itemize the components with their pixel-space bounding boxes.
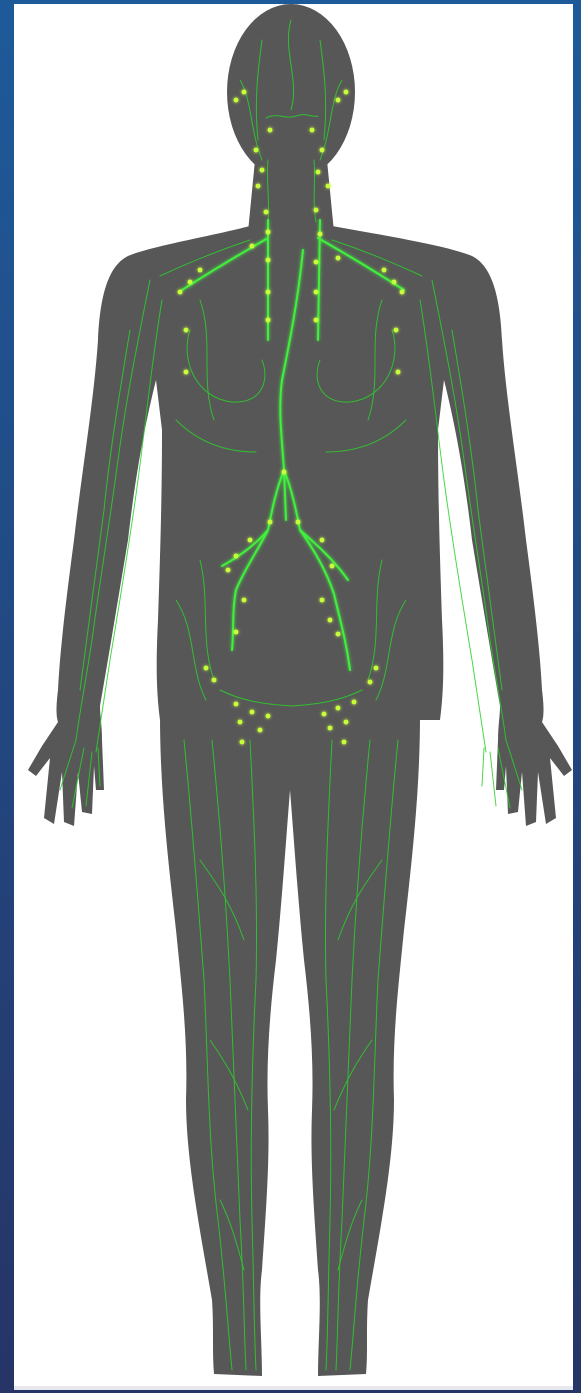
lymph-node-33 (394, 328, 399, 333)
lymph-node-55 (322, 712, 327, 717)
lymph-node-24 (400, 290, 405, 295)
lymph-node-19 (198, 268, 203, 273)
lymph-node-16 (318, 232, 323, 237)
lymph-node-10 (316, 170, 321, 175)
lymph-node-39 (234, 554, 239, 559)
lymph-node-59 (258, 728, 263, 733)
lymph-node-11 (256, 184, 261, 189)
lymph-node-23 (392, 280, 397, 285)
neck-shape (248, 150, 334, 239)
lymph-node-31 (184, 328, 189, 333)
lymph-node-41 (320, 538, 325, 543)
lymph-node-56 (336, 706, 341, 711)
lymph-node-61 (344, 720, 349, 725)
lymph-node-57 (352, 700, 357, 705)
lymph-node-34 (396, 370, 401, 375)
lymph-node-18 (336, 256, 341, 261)
lymph-node-17 (250, 244, 255, 249)
lymph-node-22 (382, 268, 387, 273)
lymph-node-14 (314, 208, 319, 213)
lymph-node-51 (368, 680, 373, 685)
lymph-node-25 (266, 258, 271, 263)
lymph-node-12 (326, 184, 331, 189)
lymph-node-46 (328, 618, 333, 623)
lymph-node-4 (344, 90, 349, 95)
lymph-node-43 (242, 598, 247, 603)
lymph-node-35 (282, 470, 287, 475)
lymph-node-1 (234, 98, 239, 103)
lymph-node-36 (268, 520, 273, 525)
lymph-node-49 (374, 666, 379, 671)
lymph-node-8 (320, 148, 325, 153)
lymph-node-20 (188, 280, 193, 285)
lymph-node-47 (336, 632, 341, 637)
lymph-node-30 (314, 318, 319, 323)
lymph-node-45 (320, 598, 325, 603)
legs-shape (160, 716, 420, 1376)
lymph-node-52 (234, 702, 239, 707)
human-body-silhouette (28, 4, 572, 1376)
lymph-node-60 (328, 726, 333, 731)
lymph-node-2 (242, 90, 247, 95)
fine-vessel-30 (482, 748, 484, 786)
lymph-node-9 (260, 168, 265, 173)
lymph-node-37 (296, 520, 301, 525)
lymph-node-44 (234, 630, 239, 635)
lymph-node-58 (238, 720, 243, 725)
lymph-node-27 (266, 318, 271, 323)
lymph-node-28 (314, 260, 319, 265)
lymph-node-29 (314, 290, 319, 295)
fine-vessel-29 (490, 752, 496, 806)
lymph-node-63 (342, 740, 347, 745)
lymph-node-42 (330, 564, 335, 569)
lymph-node-6 (310, 128, 315, 133)
lymph-node-48 (204, 666, 209, 671)
lymph-node-21 (178, 290, 183, 295)
lymph-node-13 (264, 210, 269, 215)
lymph-node-3 (336, 98, 341, 103)
lymph-node-7 (254, 148, 259, 153)
lymph-node-62 (240, 740, 245, 745)
lymph-node-32 (184, 370, 189, 375)
lymph-node-38 (248, 538, 253, 543)
lymph-node-15 (266, 230, 271, 235)
lymph-node-5 (268, 128, 273, 133)
lymph-node-53 (250, 710, 255, 715)
lymph-node-26 (266, 290, 271, 295)
lymph-node-54 (266, 714, 271, 719)
lymph-node-40 (226, 568, 231, 573)
lymph-node-50 (212, 678, 217, 683)
